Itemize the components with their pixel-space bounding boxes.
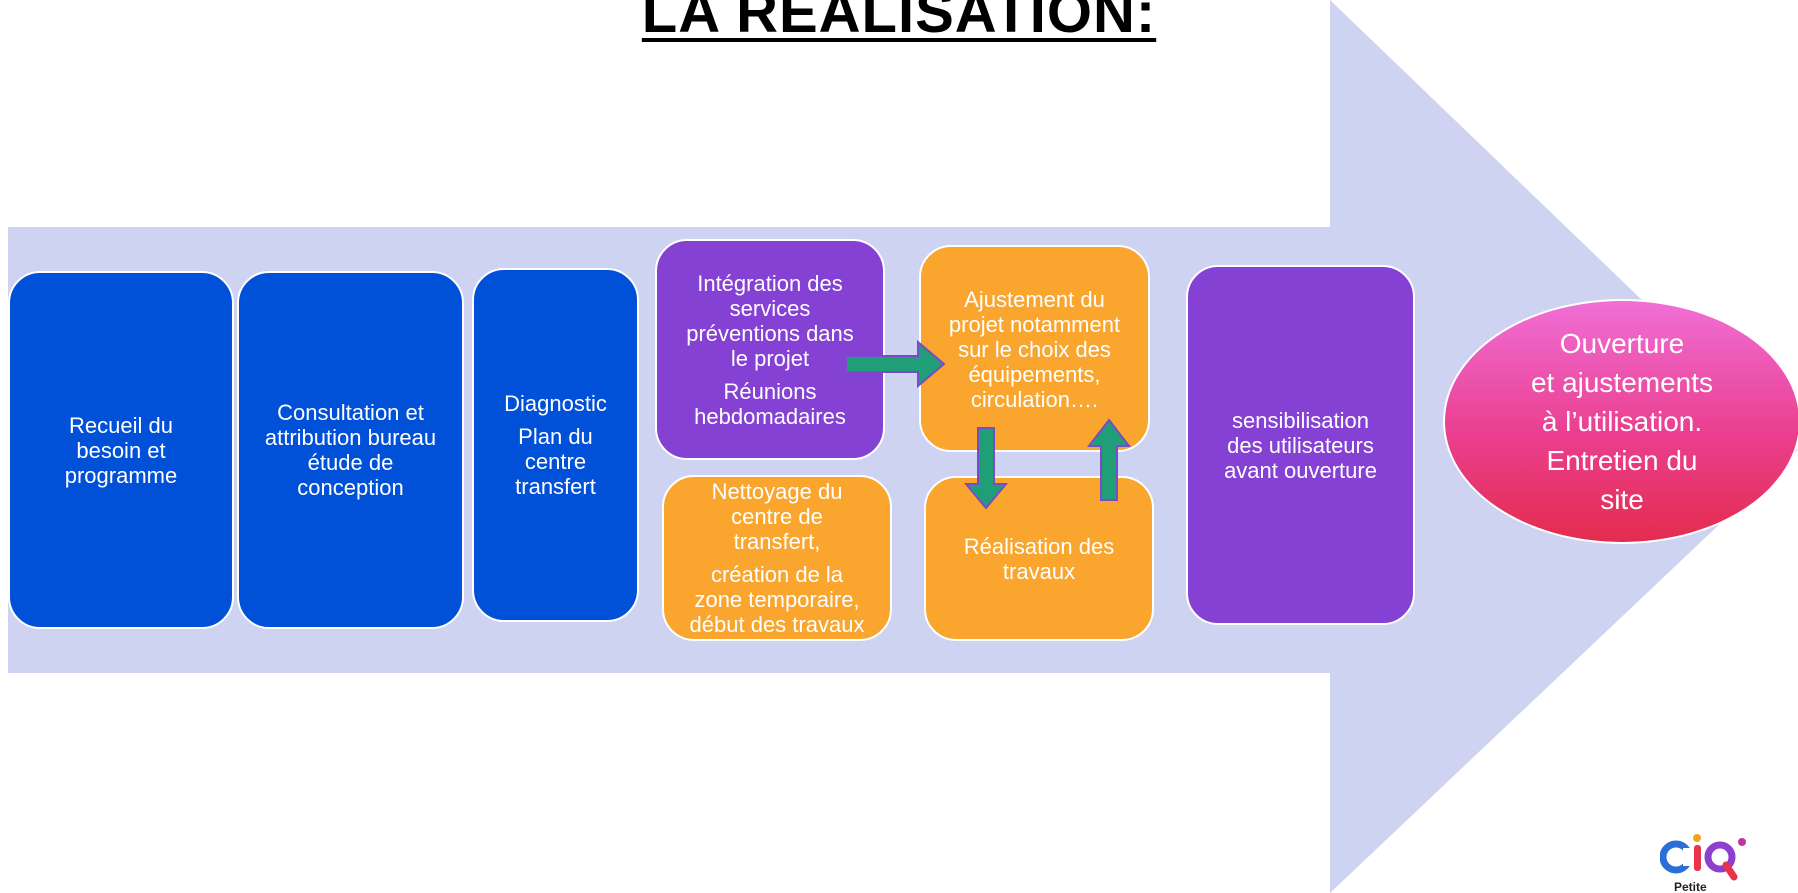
page-title: LA REALISATION: [641,0,1157,45]
svg-text:Petite: Petite [1674,880,1707,893]
ciq-logo: Petite [1660,834,1746,893]
